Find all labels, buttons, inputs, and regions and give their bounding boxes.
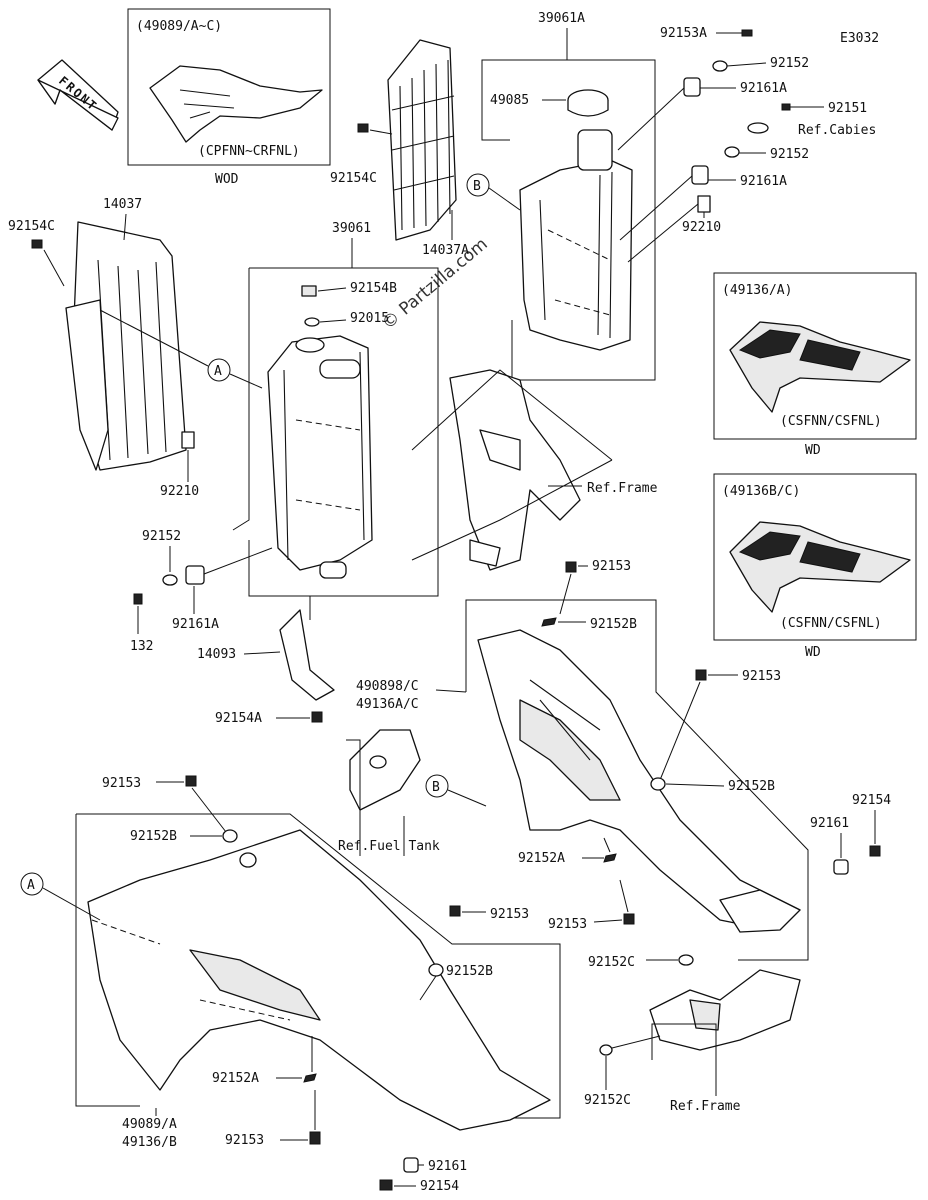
label-92015: 92015 — [350, 311, 389, 326]
inset-top-left-part: (49089/A~C) — [136, 19, 222, 34]
label-92153-bottom: 92153 — [225, 1133, 264, 1148]
callout-b-lower — [425, 774, 449, 798]
label-92153A: 92153A — [660, 26, 707, 41]
label-92153-right: 92153 — [742, 669, 781, 684]
label-92152B-left: 92152B — [130, 829, 177, 844]
label-49136B: 49136/B — [122, 1135, 177, 1150]
inset-right-a-code: (CSFNN/CSFNL) — [780, 414, 882, 429]
inset-right-a-variant: WD — [805, 443, 821, 458]
callout-b-upper-label: B — [473, 179, 481, 194]
shroud-right — [465, 599, 809, 961]
callout-a-lower-label: A — [27, 878, 35, 893]
callout-a-lower — [20, 872, 44, 896]
label-92153-upper: 92153 — [592, 559, 631, 574]
label-92161-bottom: 92161 — [428, 1159, 467, 1174]
front-arrow-icon: FRONT — [37, 59, 119, 131]
label-ref-cables: Ref.Cabies — [798, 123, 876, 138]
label-92152-left: 92152 — [142, 529, 181, 544]
label-92210-right: 92210 — [682, 220, 721, 235]
inset-shroud-wd-a: (49136/A) (CSFNN/CSFNL) WD — [713, 272, 917, 458]
fuel-tank-ref — [346, 729, 421, 856]
label-49089A: 49089/A — [122, 1117, 177, 1132]
label-92161-right: 92161 — [810, 816, 849, 831]
label-92152-mid: 92152 — [770, 147, 809, 162]
label-92210-left: 92210 — [160, 484, 199, 499]
label-92154A: 92154A — [215, 711, 262, 726]
label-ref-frame-lower: Ref.Frame — [670, 1099, 741, 1114]
diagram-code: E3032 — [840, 31, 879, 46]
label-14093: 14093 — [197, 647, 236, 662]
callout-b-lower-label: B — [432, 780, 440, 795]
label-14037: 14037 — [103, 197, 142, 212]
label-49136AC: 49136A/C — [356, 697, 419, 712]
radiator-guard-14037 — [65, 221, 187, 471]
label-49085: 49085 — [490, 93, 529, 108]
label-ref-frame-upper: Ref.Frame — [587, 481, 658, 496]
label-92154C-left: 92154C — [8, 219, 55, 234]
label-92154-bottom: 92154 — [420, 1179, 459, 1194]
label-39061: 39061 — [332, 221, 371, 236]
callout-a-upper-label: A — [214, 364, 222, 379]
label-92161A-top: 92161A — [740, 81, 787, 96]
inset-shroud-wd-bc: (49136B/C) (CSFNN/CSFNL) WD — [713, 473, 917, 660]
label-92152-top: 92152 — [770, 56, 809, 71]
inset-right-bc-part: (49136B/C) — [722, 484, 800, 499]
inset-right-bc-code: (CSFNN/CSFNL) — [780, 616, 882, 631]
label-92152C-lower: 92152C — [584, 1093, 631, 1108]
label-92153-center: 92153 — [548, 917, 587, 932]
label-490898C: 490898/C — [356, 679, 419, 694]
label-14037A: 14037A — [422, 243, 469, 258]
radiator-guard-14037A — [387, 39, 457, 241]
label-92153-left: 92153 — [102, 776, 141, 791]
inset-top-left-code: (CPFNN~CRFNL) — [198, 144, 300, 159]
shroud-left — [75, 813, 561, 1131]
radiator-right-assembly — [481, 28, 791, 381]
radiator-39061 — [232, 267, 439, 597]
inset-shroud-wod: (49089/A~C) (CPFNN~CRFNL) WOD — [127, 8, 331, 187]
label-92154C-top: 92154C — [330, 171, 377, 186]
cover-14093 — [279, 609, 335, 701]
label-92152B-lower: 92152B — [446, 964, 493, 979]
inset-right-a-part: (49136/A) — [722, 283, 792, 298]
label-92154B: 92154B — [350, 281, 397, 296]
label-92153-lower: 92153 — [490, 907, 529, 922]
label-92152B-right: 92152B — [728, 779, 775, 794]
label-92152C-center: 92152C — [588, 955, 635, 970]
callout-b-upper — [466, 173, 490, 197]
label-92152A-center: 92152A — [518, 851, 565, 866]
label-132: 132 — [130, 639, 153, 654]
label-92154-right: 92154 — [852, 793, 891, 808]
inset-right-bc-variant: WD — [805, 645, 821, 660]
frame-upper — [411, 369, 613, 571]
label-39061A: 39061A — [538, 11, 585, 26]
label-ref-fuel-tank: Ref.Fuel Tank — [338, 839, 440, 854]
label-92152B-upper: 92152B — [590, 617, 637, 632]
frame-lower — [649, 969, 801, 1060]
label-92152A-lower: 92152A — [212, 1071, 259, 1086]
label-92161A-mid: 92161A — [740, 174, 787, 189]
callout-a-upper — [207, 358, 231, 382]
label-92161A-left: 92161A — [172, 617, 219, 632]
label-92151: 92151 — [828, 101, 867, 116]
inset-top-left-variant: WOD — [215, 172, 239, 187]
